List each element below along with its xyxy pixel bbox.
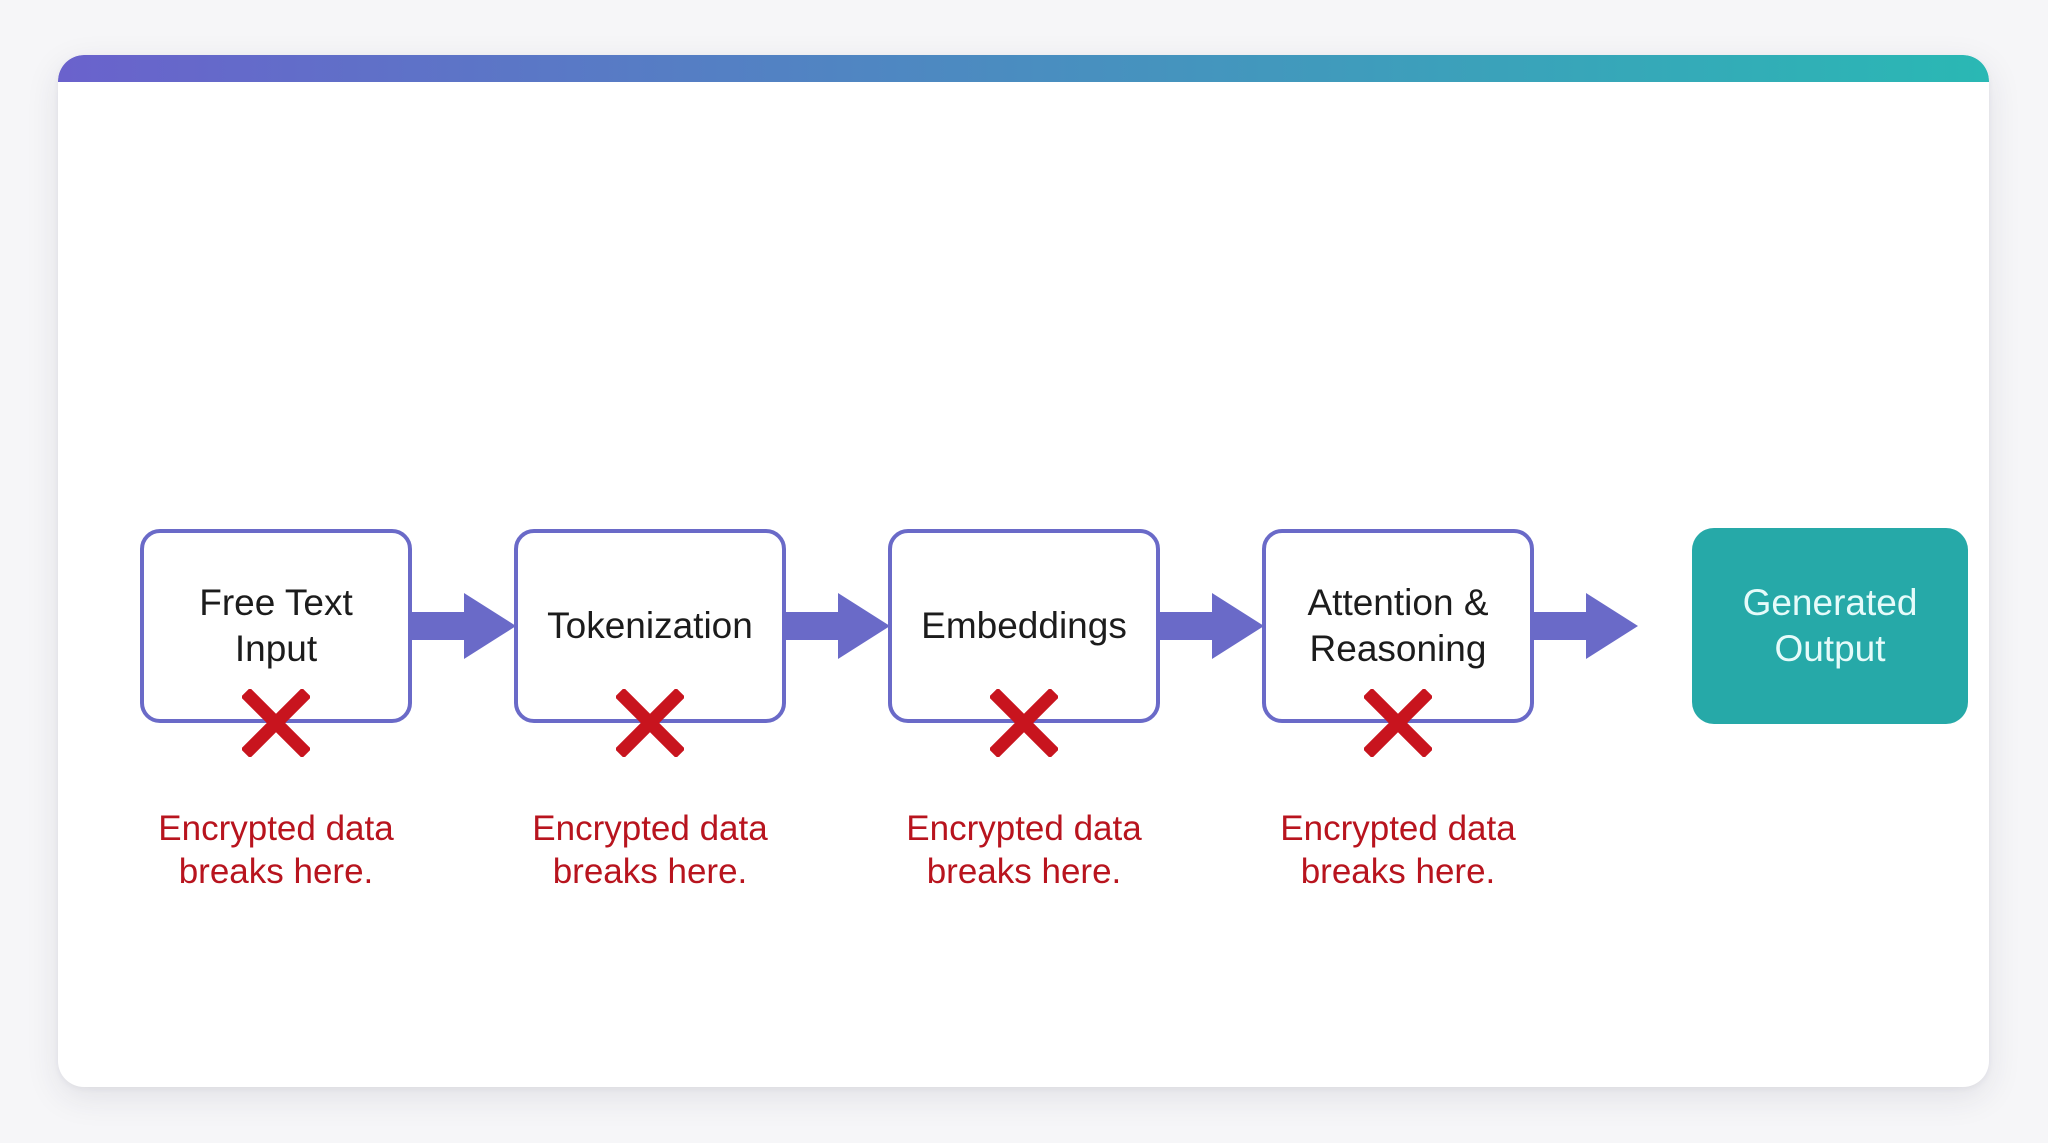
accent-bar (58, 55, 1989, 82)
red-x-icon (1364, 689, 1432, 757)
step-label: Tokenization (547, 605, 753, 646)
break-note: Encrypted data breaks here. (158, 809, 394, 891)
diagram-card: Free Text Input Tokenization Embeddings … (58, 55, 1989, 1087)
break-note: Encrypted data breaks here. (906, 809, 1142, 891)
step-box-tokenization: Tokenization (514, 529, 786, 723)
right-arrow-icon (1160, 593, 1264, 659)
step-label: Attention & Reasoning (1307, 582, 1489, 669)
break-note: Encrypted data breaks here. (1280, 809, 1516, 891)
step-label: Embeddings (921, 605, 1127, 646)
right-arrow-icon (412, 593, 516, 659)
right-arrow-icon (786, 593, 890, 659)
break-note: Encrypted data breaks here. (532, 809, 768, 891)
step-box-free-text-input: Free Text Input (140, 529, 412, 723)
right-arrow-icon (1534, 593, 1638, 659)
output-box-generated-output: Generated Output (1692, 528, 1968, 724)
output-label: Generated Output (1742, 582, 1918, 669)
red-x-icon (990, 689, 1058, 757)
step-box-attention-reasoning: Attention & Reasoning (1262, 529, 1534, 723)
red-x-icon (616, 689, 684, 757)
step-label: Free Text Input (199, 582, 353, 669)
red-x-icon (242, 689, 310, 757)
